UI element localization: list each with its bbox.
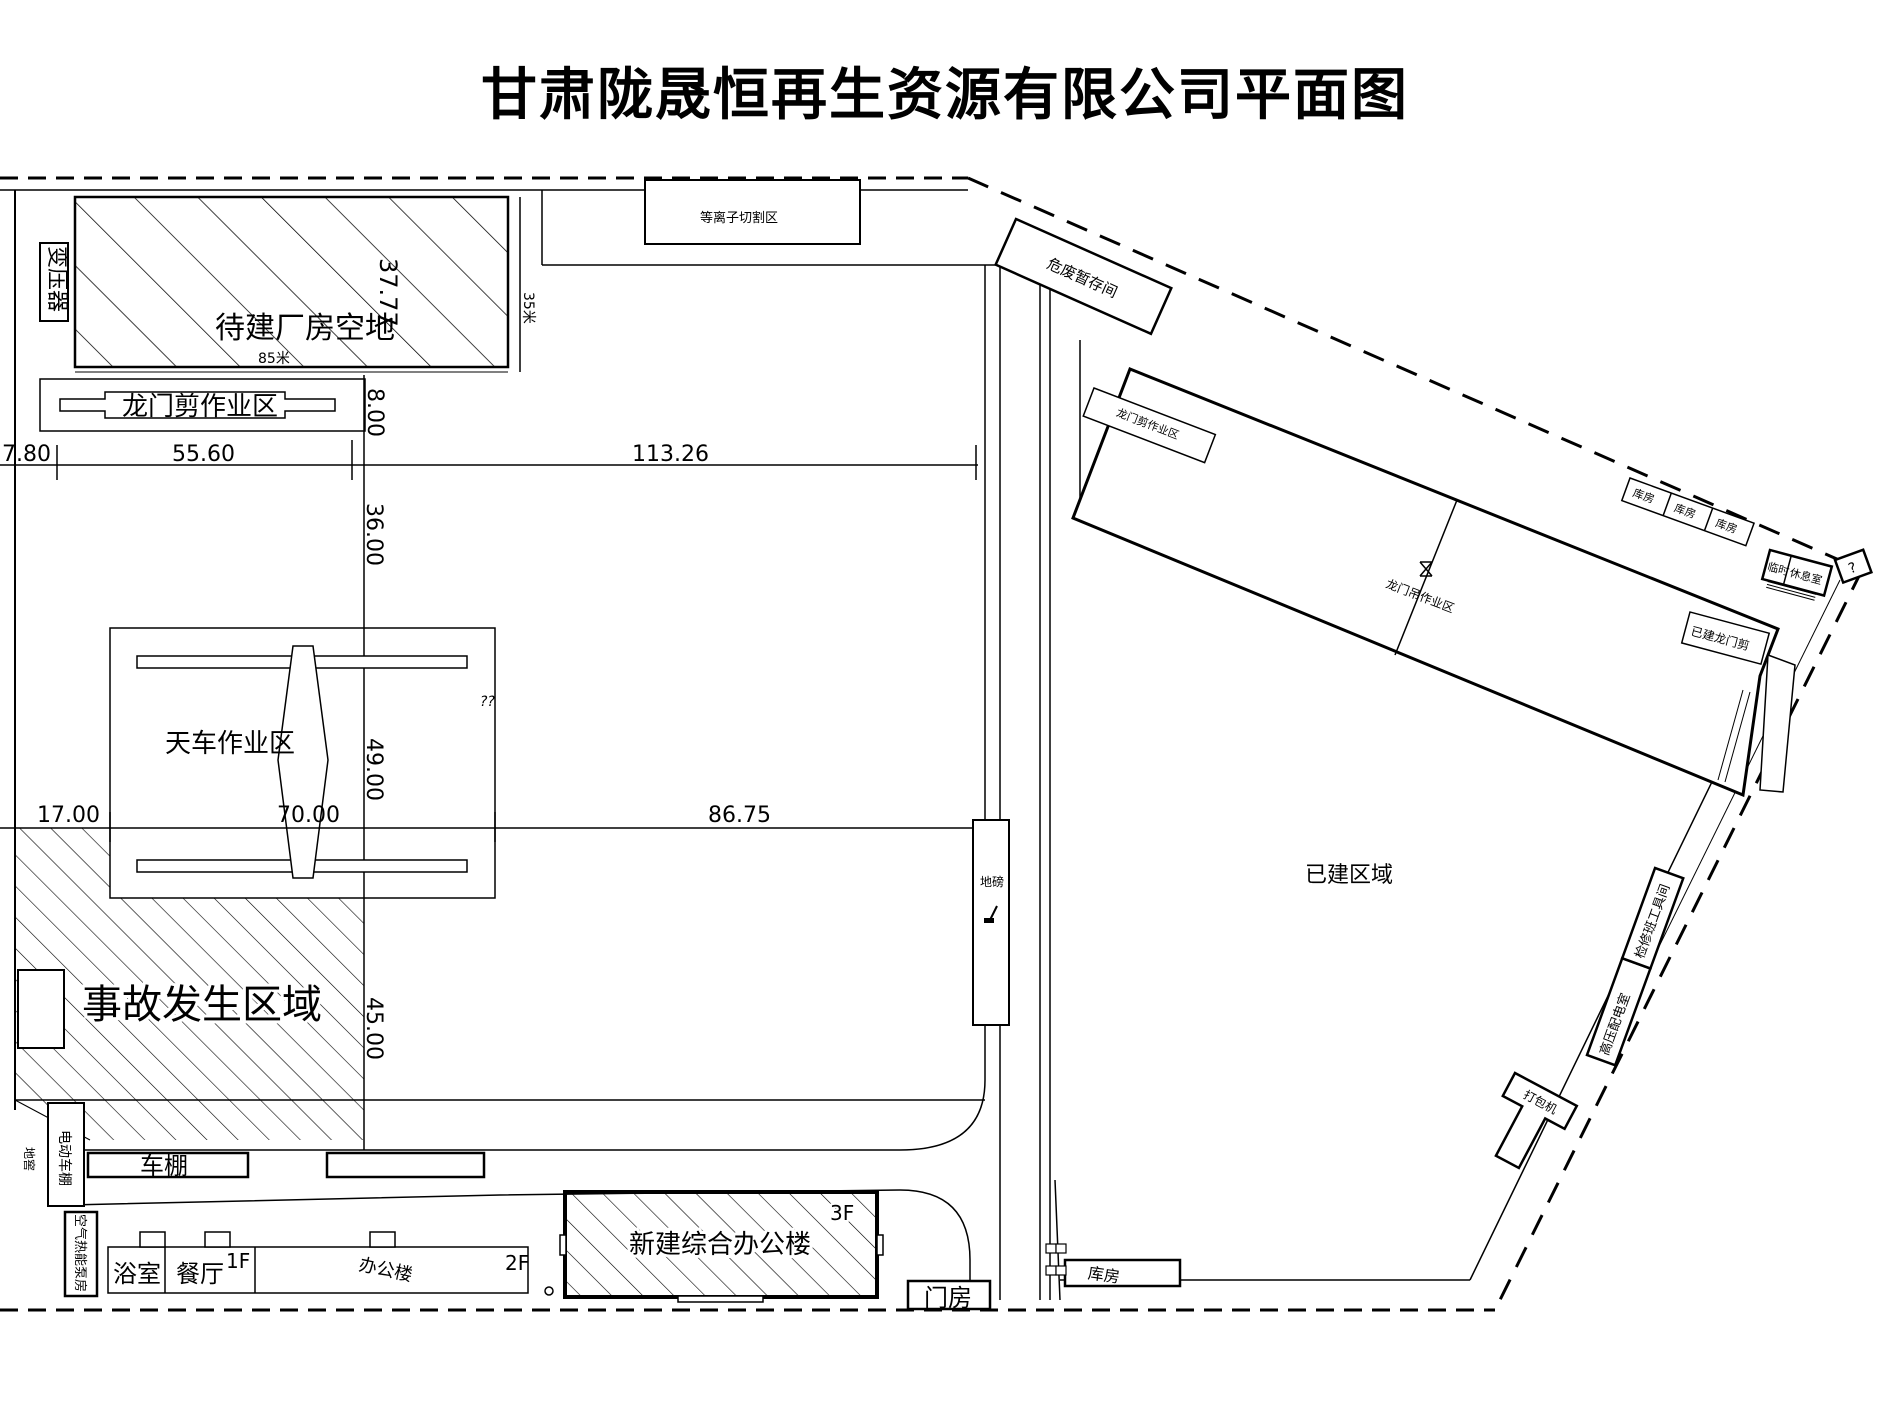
accident-box (17, 969, 65, 1049)
dim-37-77: 37.77 (374, 258, 402, 327)
gantry-shear-left (39, 378, 366, 432)
dim-17-00: 17.00 (37, 803, 100, 828)
dim-8-00: 8.00 (362, 388, 387, 437)
new-office-building-label: 新建综合办公楼 (629, 1230, 811, 1260)
hv-maintenance: 高压配电室 检修班工具间 (1585, 866, 1685, 1067)
dim-86-75: 86.75 (708, 803, 771, 828)
dim-36-00: 36.00 (361, 503, 386, 566)
gatehouse-box (906, 1279, 992, 1311)
vacant-lot (73, 195, 521, 373)
storeroom-bottom-label: 库房 (1087, 1263, 1121, 1286)
temporary-rest-label-a: 临时 (1766, 559, 1791, 578)
vacant-lot-label: 待建厂房空地 (215, 311, 395, 346)
office-building (107, 1231, 529, 1294)
new-office-building (544, 1190, 884, 1303)
small-post-markers (1045, 1243, 1067, 1276)
dim-85m: 85米 (258, 351, 290, 367)
built-gantry-shear: 已建龙门剪 (1680, 611, 1771, 666)
plasma-cutting-box (644, 179, 861, 245)
weighbridge-label: 地磅 (980, 874, 1004, 889)
car-shed-label: 车棚 (140, 1152, 188, 1180)
site-boundary (0, 176, 1864, 1312)
hazard-storage: 危废暂存间 (994, 217, 1173, 336)
heat-pump-room-label: 空气热能泵房 (72, 1214, 88, 1292)
baler: 打包机 (1494, 1071, 1579, 1170)
storeroom-bottom-box (1063, 1258, 1182, 1288)
bathroom-label: 浴室 (113, 1260, 161, 1288)
dimension-row-2 (0, 812, 976, 842)
dim-55-60: 55.60 (172, 442, 235, 467)
accident-area-label: 事故发生区域 (82, 982, 322, 1028)
gantry-shear-left-label: 龙门剪作业区 (122, 392, 278, 422)
ebike-shed-box (47, 1102, 85, 1207)
built-area-label: 已建区域 (1305, 863, 1393, 888)
dim-70-00: 70.00 (277, 803, 340, 828)
page-title: 甘肃陇晟恒再生资源有限公司平面图 (481, 63, 1409, 128)
question-marks: ?? (480, 694, 495, 710)
crane-area-label: 天车作业区 (165, 729, 295, 759)
gantry-crane-building (1071, 367, 1796, 798)
dim-35m: 35米 (520, 292, 536, 324)
plasma-cutting-label: 等离子切割区 (700, 210, 778, 226)
floor-3f-label: 3F (830, 1201, 854, 1225)
dim-113-26: 113.26 (632, 442, 709, 467)
transformer-box (39, 242, 69, 322)
canteen-label: 餐厅 (176, 1260, 224, 1288)
dim-49-00: 49.00 (361, 738, 386, 801)
ebike-shed-label: 电动车棚 (56, 1130, 73, 1186)
transformer-label: 变压器 (44, 246, 69, 312)
floor-2f-label: 2F (505, 1251, 529, 1275)
heat-pump-room-box (63, 1210, 99, 1298)
car-shed-box (86, 1151, 250, 1179)
weighbridge-marker (984, 905, 998, 923)
crane-marker (1419, 561, 1433, 577)
crane-area (109, 627, 496, 899)
car-shed-box-2 (325, 1151, 486, 1179)
cellar-label: 地窖 (22, 1147, 37, 1171)
dim-45-00: 45.00 (361, 997, 386, 1060)
temporary-rest-room: 临时 休息室 (1760, 548, 1834, 601)
unknown-building: ? (1833, 548, 1874, 585)
weighbridge-box (972, 819, 1010, 1026)
dim-7-80: 7.80 (2, 442, 51, 467)
gatehouse-label: 门房 (924, 1284, 972, 1312)
storerooms: 库房 库房 库房 (1620, 477, 1756, 547)
floor-1f-label: 1F (226, 1249, 250, 1273)
